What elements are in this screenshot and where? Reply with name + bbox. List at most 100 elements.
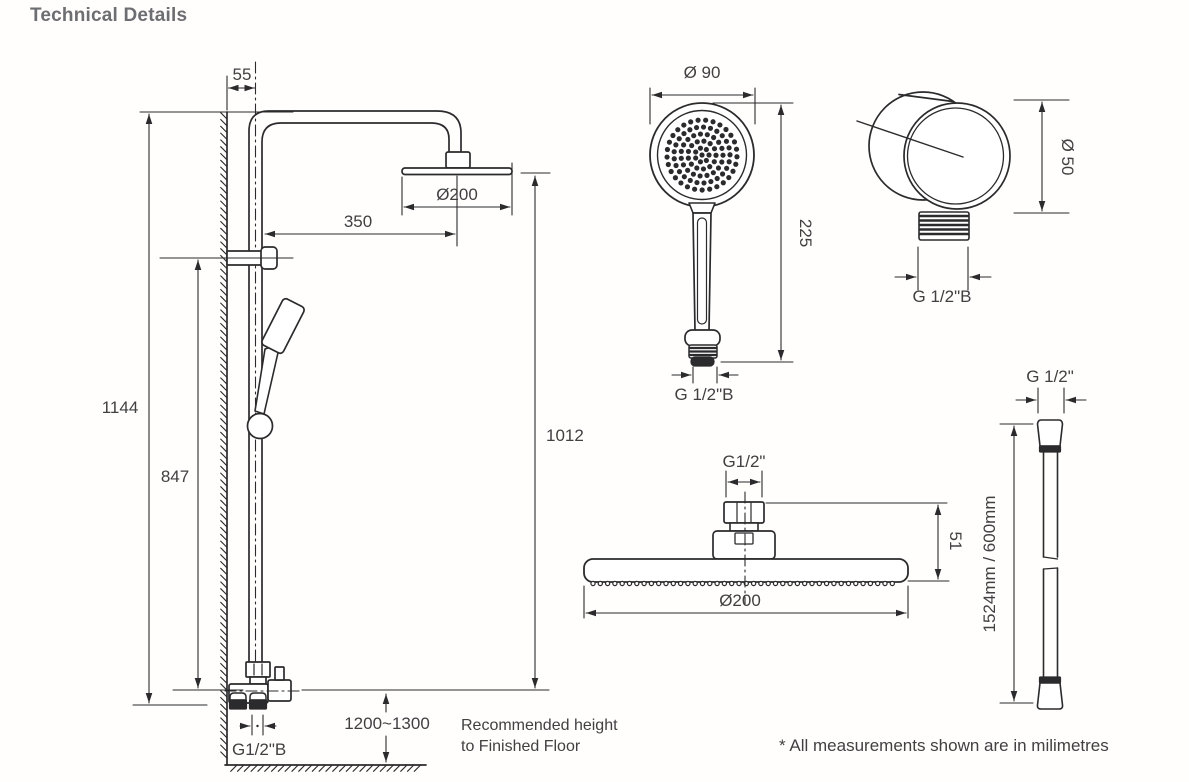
wall-hatch-line (220, 384, 228, 392)
dim-225 (777, 350, 785, 360)
floor-hatch-line (352, 764, 360, 772)
wall-hatch-line (220, 560, 228, 569)
outlet-body-tangent (898, 93, 954, 103)
spray-dot (673, 142, 679, 148)
outlet-diameter-label: Ø 50 (1058, 139, 1077, 176)
floor-hatch-line (270, 764, 279, 772)
wall-hatch-line (220, 261, 228, 270)
spray-dot (730, 168, 736, 174)
nozzle-bump (780, 580, 786, 587)
nozzle-bump (787, 580, 793, 587)
wall-hatch-line (220, 656, 228, 664)
wall-hatch-line (220, 499, 228, 508)
dim-55 (228, 84, 239, 92)
wall-hatch-line (220, 309, 228, 317)
wall-hatch-line (220, 751, 228, 759)
floor-hatch-line (304, 764, 313, 772)
nozzle-bump (648, 580, 655, 587)
nozzle-bump (626, 580, 633, 587)
spray-dot (726, 145, 732, 151)
wall-hatch-line (220, 628, 228, 637)
spray-dot (699, 152, 705, 158)
outlet-face-rim (906, 107, 1005, 205)
hose-top-collar (1038, 445, 1062, 453)
spray-dot (733, 146, 740, 152)
nozzle-bump (853, 580, 859, 587)
wall-hatch-line (220, 486, 228, 494)
nozzle-bump (867, 580, 874, 587)
wall-hatch-line (220, 241, 228, 249)
outlet-cap-dark (228, 699, 248, 710)
handshower-diameter-label: Ø 90 (684, 63, 721, 82)
nozzle-bump (677, 580, 684, 587)
overhead-thickness-label: 51 (946, 532, 965, 551)
wall-hatch-line (220, 574, 228, 582)
wall-hatch-line (220, 676, 228, 684)
nozzle-bump (714, 580, 720, 587)
floor-hatch-line (311, 764, 320, 772)
handshower-face-rim (656, 109, 748, 201)
wall-hatch-line (220, 186, 228, 195)
spray-dot (672, 175, 679, 181)
hose-view (999, 387, 1087, 710)
nozzle-bump (612, 580, 618, 587)
dim-head-height-label: 1012 (546, 426, 584, 445)
spray-dot (701, 180, 707, 186)
nozzle-bump (889, 580, 896, 587)
spray-dot (673, 162, 679, 169)
nozzle-bump (656, 580, 662, 587)
spray-dot (678, 180, 684, 186)
nozzle-bump (736, 580, 742, 587)
spray-dot (711, 159, 717, 165)
spray-dot (707, 186, 713, 192)
wall-hatch-line (220, 567, 228, 576)
slider-ball (246, 412, 274, 440)
dim-install-height-label: 1200~1300 (344, 714, 430, 733)
floor-hatch-line (413, 764, 422, 772)
nozzle-bump (634, 580, 640, 587)
wall-hatch-line (220, 737, 228, 746)
hose-bottom-collar (1038, 676, 1062, 684)
wall-hatch-line (220, 588, 228, 596)
wall-hatch-line (220, 662, 228, 671)
spray-dot (666, 139, 673, 145)
dim-200 (500, 203, 510, 211)
spray-dot (697, 173, 703, 179)
outlet-face (903, 102, 1011, 210)
wall-hatch-line (220, 288, 228, 297)
hose-tube-break (1042, 567, 1059, 570)
handshower-head (261, 297, 305, 355)
spray-dot (701, 138, 707, 144)
outlet-cap-dark (248, 699, 268, 710)
spray-dot (681, 174, 687, 180)
spray-dot (703, 146, 709, 153)
column-inlet-thread-label: G1/2"B (232, 740, 286, 759)
dim-hose-length (1010, 691, 1018, 701)
wall-hatch-line (220, 744, 228, 752)
overhead-disc (583, 558, 909, 583)
spray-dot (711, 146, 718, 152)
spray-dot (714, 175, 720, 182)
wall-hatch-line (220, 581, 228, 589)
wall-hatch-line (220, 390, 228, 399)
mount-neck (729, 522, 759, 532)
wall-hatch-line (220, 601, 228, 610)
outlet-thread-label: G 1/2"B (913, 287, 972, 306)
floor-hatch-line (325, 764, 333, 772)
spray-dot (680, 162, 687, 168)
spray-dot (731, 139, 738, 145)
wall-hatch-line (220, 363, 228, 372)
floor-hatch-line (366, 764, 374, 772)
dim-55 (244, 84, 255, 92)
dim-1012 (531, 176, 539, 186)
nozzle-bump (641, 580, 647, 587)
overhead-shower-view (583, 470, 950, 619)
nozzle-bump (604, 580, 611, 587)
spray-dot (681, 122, 687, 128)
spray-dot (719, 171, 726, 177)
floor-hatch-line (298, 764, 306, 772)
floor-hatch-line (236, 764, 245, 772)
nozzle-bump (750, 580, 757, 587)
wall-hatch-line (220, 350, 228, 358)
